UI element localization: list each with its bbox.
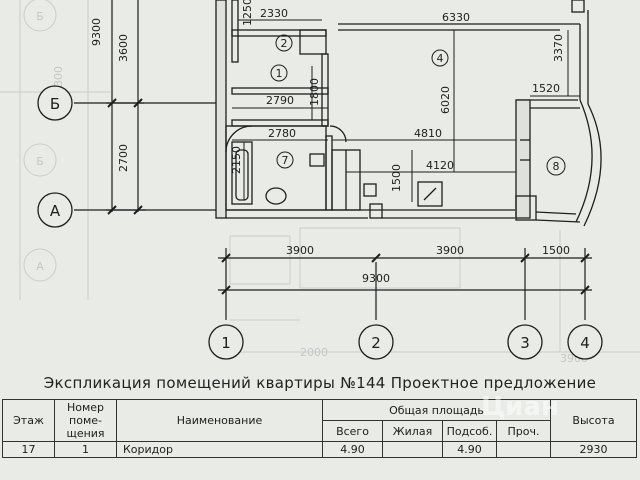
dimension-label: 4120 [426,159,454,172]
dimension-label: 1520 [532,82,560,95]
svg-text:7: 7 [282,154,289,167]
axis-marker-3: 3 [507,324,543,360]
axis-marker-b: Б [37,85,73,121]
dimension-label: 1250 [241,0,254,26]
axis-marker-a: А [37,192,73,228]
bottom-dimension-chain [218,248,592,320]
dimension-label: 9300 [362,272,390,285]
axis-marker-1: 1 [208,324,244,360]
dimension-label: 2780 [268,127,296,140]
dimension-label: 1500 [390,164,403,192]
cell-area-aux: 4.90 [442,441,497,458]
cell-area-total: 4.90 [322,441,383,458]
svg-text:8: 8 [553,160,560,173]
axis-label: А [50,202,61,220]
dimension-label: 9300 [90,18,103,46]
dimension-label: 1800 [308,78,321,106]
header-height: Высота [550,399,637,442]
svg-text:2: 2 [281,37,288,50]
ghost-axis-label: Б [36,155,44,168]
row-axis-lines [74,102,216,211]
room-marker: 1 [270,64,288,82]
table-subheader-row: Всего Жилая Подсоб. Проч. [3,420,637,442]
dimension-label: 6330 [442,11,470,24]
dimension-label: 2150 [230,146,243,174]
ghost-axis-label: Б [36,10,44,23]
left-dimension-chain [106,0,146,215]
dimension-label: 1500 [542,244,570,257]
axis-label: 1 [221,334,231,352]
plan-walls [215,0,602,227]
header-floor: Этаж [2,399,55,442]
dimension-label: 3900 [286,244,314,257]
internal-dimension-lines [232,19,580,202]
dimension-label: 2700 [117,144,130,172]
room-marker: 4 [431,49,449,67]
floor-plan: Б Б А 9300 2000 3900 9300 3600 2700 Б А [0,0,640,365]
dimension-label: 2790 [266,94,294,107]
header-area-aux: Подсоб. [442,420,497,442]
dimension-label: 3900 [436,244,464,257]
room-marker: 7 [276,151,294,169]
header-area-living: Жилая [382,420,443,442]
dimension-label: 3600 [117,34,130,62]
header-area-other: Проч. [496,420,551,442]
dimension-label: 4810 [414,127,442,140]
table-header-row: Этаж Номер поме-щения Наименование Общая… [2,399,637,442]
header-room-number: Номер поме-щения [54,399,117,442]
dimension-label: 2330 [260,7,288,20]
cell-floor: 17 [2,441,55,458]
ghost-dimension: 2000 [300,346,328,359]
svg-text:4: 4 [437,52,444,65]
axis-marker-4: 4 [567,324,603,360]
table-row: 17 1 Коридор 4.90 4.90 2930 [2,441,637,458]
axis-label: Б [50,95,60,113]
cell-room-number: 1 [54,441,117,458]
dimension-label: 3370 [552,34,565,62]
ghost-axis-label: А [36,260,44,273]
axis-marker-2: 2 [358,324,394,360]
explication-caption: Экспликация помещений квартиры №144 Прое… [43,374,597,392]
header-total-area: Общая площадь [322,399,551,421]
cell-height: 2930 [550,441,637,458]
svg-text:1: 1 [276,67,283,80]
cell-area-other [496,441,551,458]
ghost-plan [0,0,640,353]
room-marker: 2 [275,34,293,52]
axis-label: 2 [371,334,381,352]
axis-label: 3 [520,334,530,352]
dimension-label: 6020 [439,86,452,114]
header-area-total: Всего [322,420,383,442]
cell-name: Коридор [116,441,323,458]
explication-table: Этаж Номер поме-щения Наименование Общая… [2,399,637,458]
room-marker: 8 [546,156,566,176]
axis-label: 4 [580,334,590,352]
header-name: Наименование [116,399,323,442]
cell-area-living [382,441,443,458]
